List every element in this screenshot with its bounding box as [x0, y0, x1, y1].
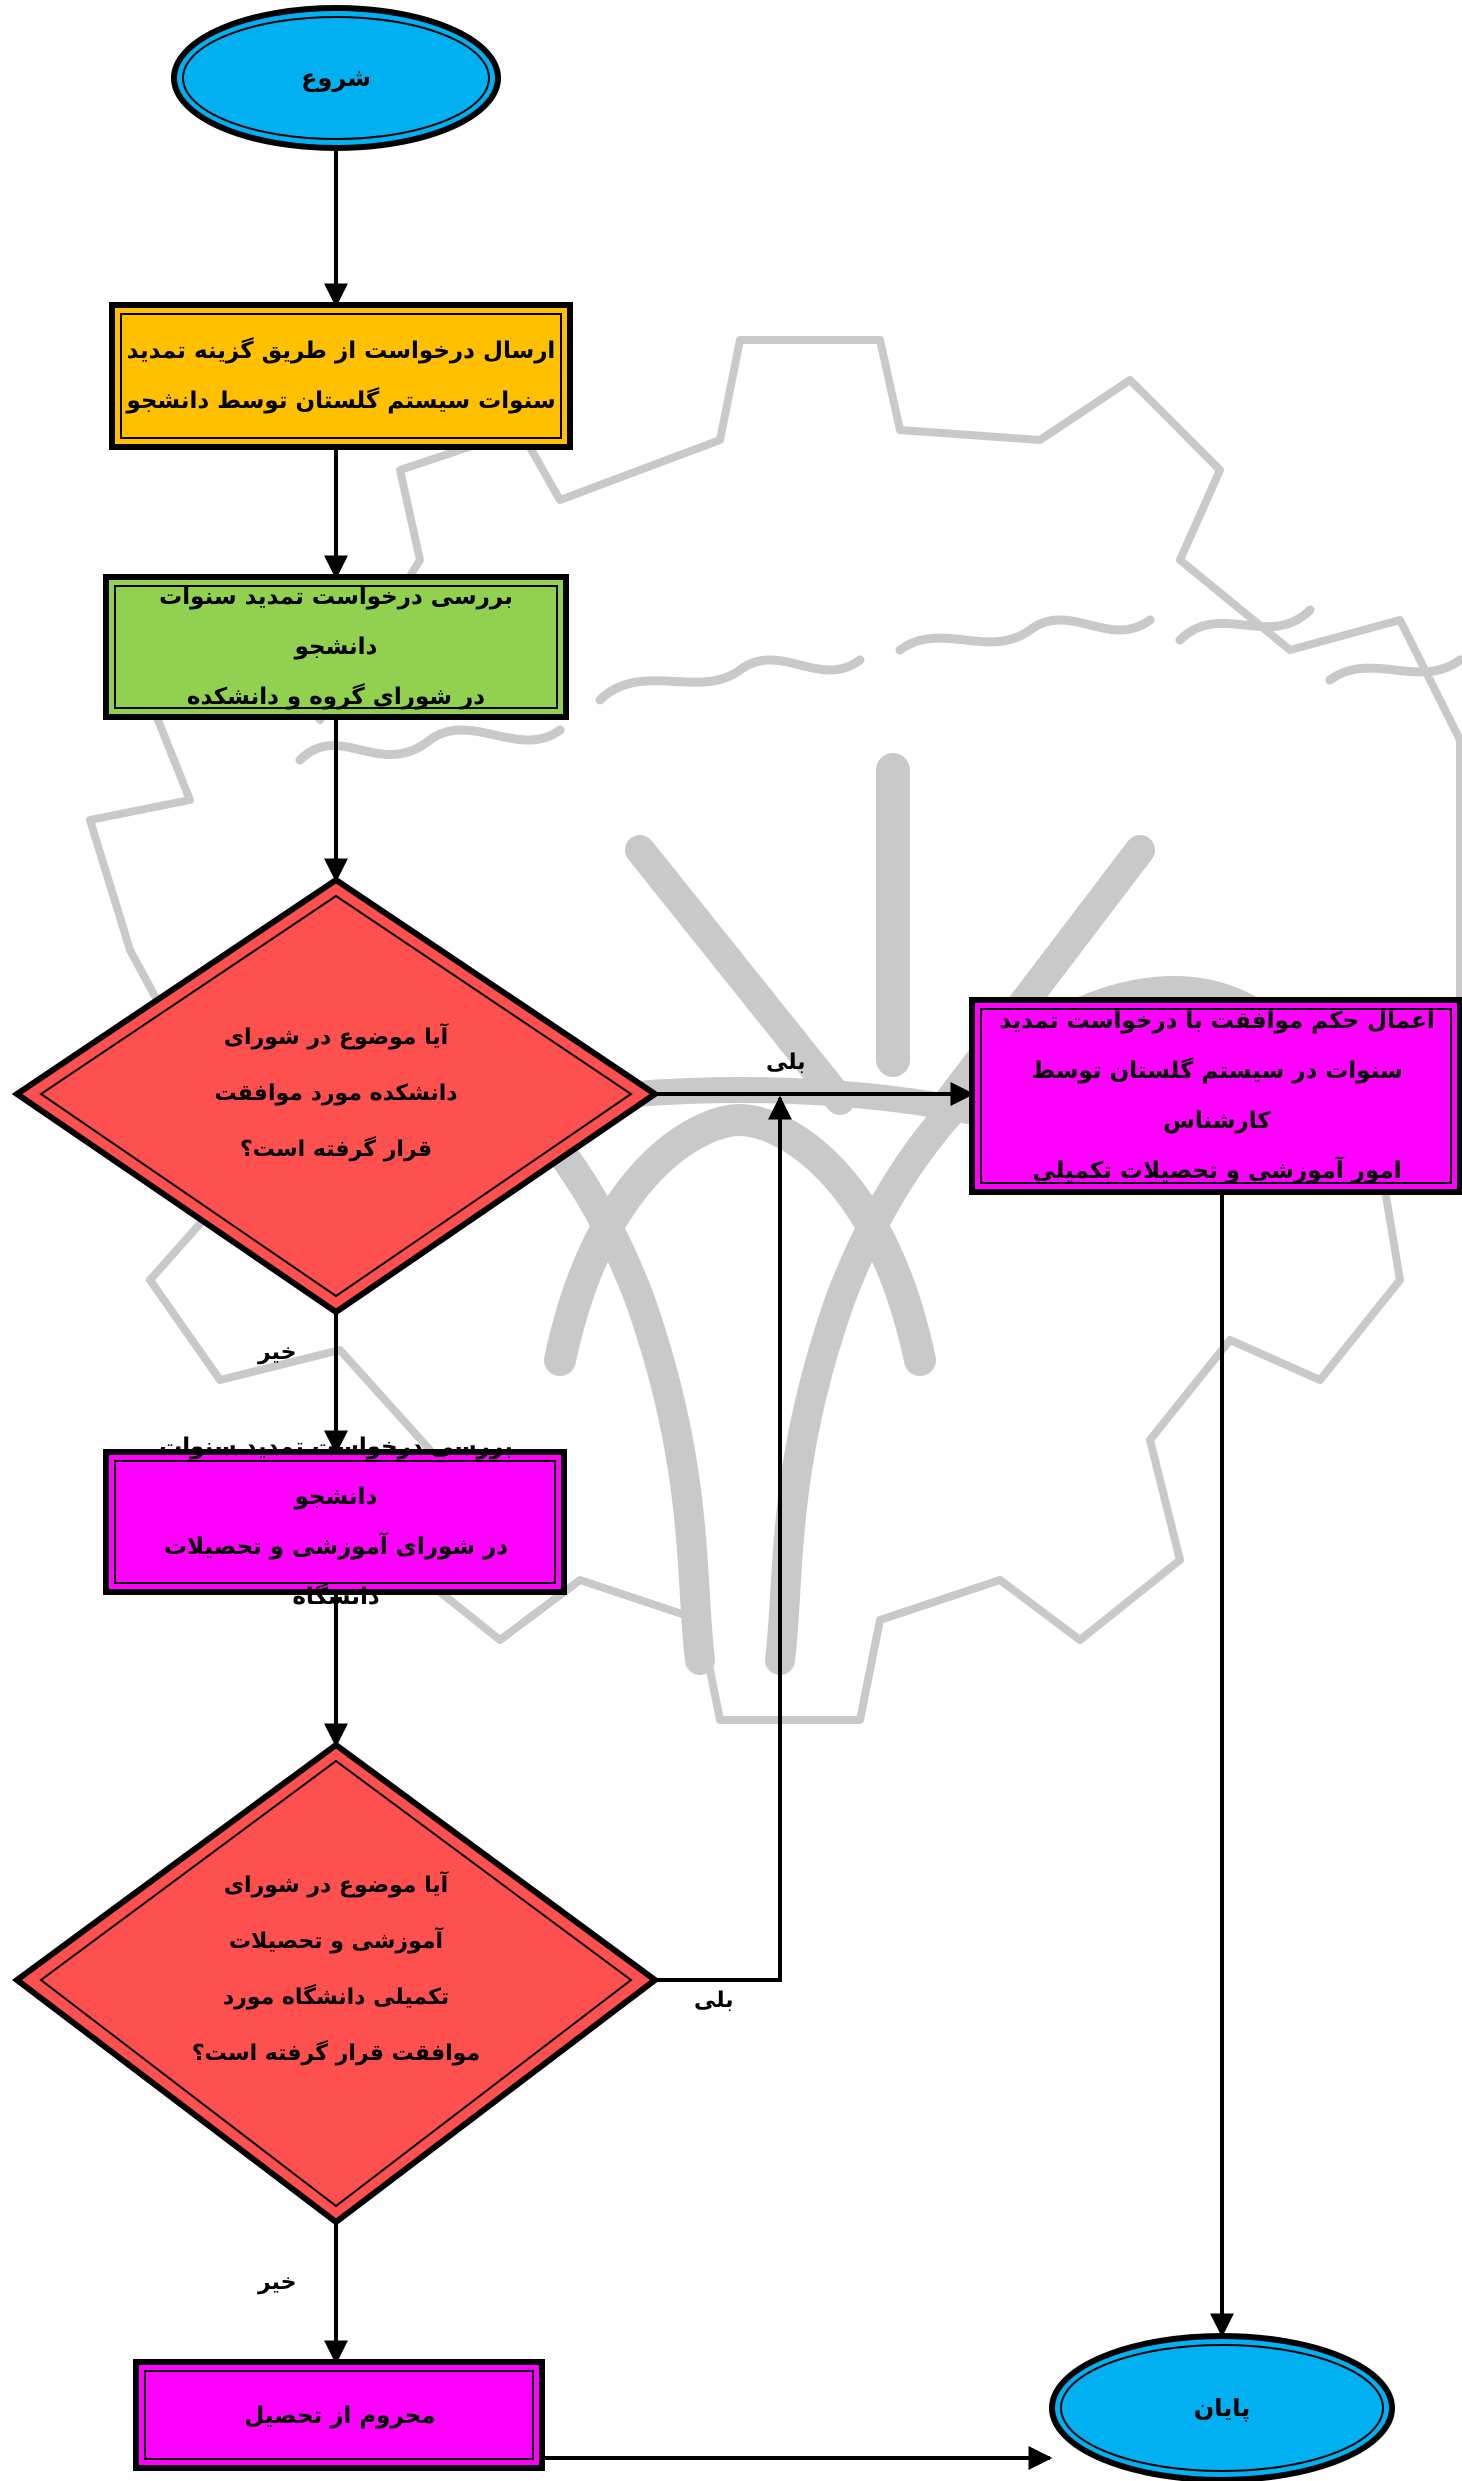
yes-label-2: بلی	[694, 1988, 734, 2013]
calligraphy-watermark	[295, 605, 1462, 765]
yes-label-1: بلی	[766, 1050, 806, 1075]
no-label-1: خیر	[258, 1340, 297, 1365]
send-request-label: ارسال درخواست از طریق گزینه تمدید سنوات …	[126, 338, 556, 414]
deprived-label: محروم از تحصیل	[244, 2403, 436, 2429]
end-node	[1049, 2333, 1395, 2481]
decision-faculty-node	[11, 876, 661, 1316]
review-university-label: بررسی درخواست تمدید سنوات دانشجو در شورا…	[159, 1434, 513, 1610]
start-node	[171, 5, 501, 151]
start-label: شروع	[301, 64, 371, 92]
review-university-node	[103, 1449, 567, 1595]
apply-approval-label: اعمال حکم موافقت با درخواست تمدید سنوات …	[999, 1008, 1435, 1184]
no-label-2: خیر	[258, 2270, 297, 2295]
review-faculty-node	[103, 574, 569, 720]
decision-faculty-label: آیا موضوع در شورای دانشکده مورد موافقت ق…	[214, 1025, 458, 1162]
end-label: پایان	[1193, 2394, 1251, 2422]
decision-university-node	[11, 1741, 661, 2226]
review-faculty-label: بررسی درخواست تمدید سنوات دانشجو در شورا…	[159, 584, 513, 710]
apply-approval-node	[969, 997, 1462, 1195]
ray-left-watermark	[625, 835, 855, 1115]
flower-petal-center-watermark	[544, 1104, 936, 1376]
deprived-node	[133, 2359, 545, 2471]
edge-decision2-yes	[655, 1095, 792, 1982]
decision-university-label: آیا موضوع در شورای آموزشی و تحصیلات تکمی…	[191, 1873, 481, 2066]
connectors	[324, 148, 1234, 2470]
send-request-node	[109, 302, 573, 450]
